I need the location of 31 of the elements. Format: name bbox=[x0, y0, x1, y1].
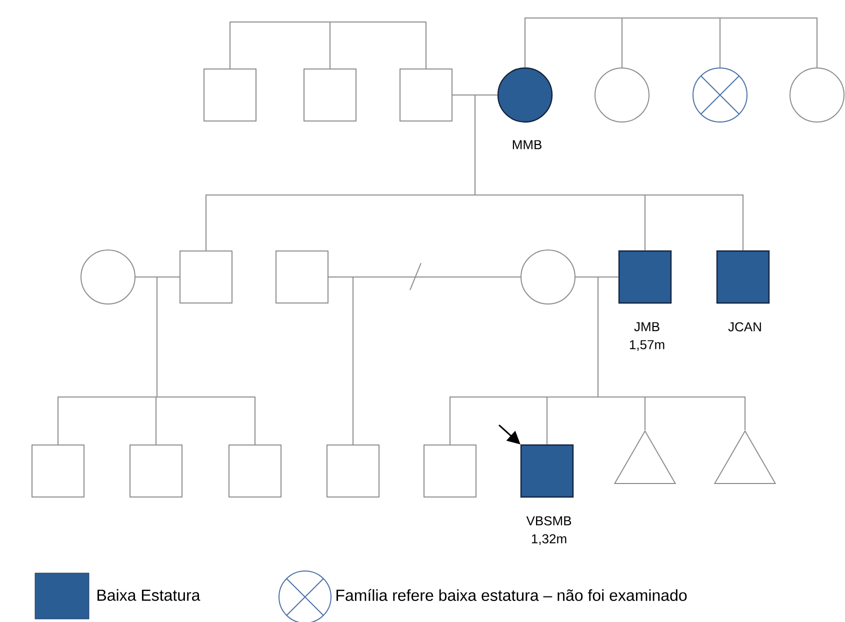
male-square bbox=[400, 68, 452, 122]
legend-label: Família refere baixa estatura – não foi examinado bbox=[336, 589, 687, 601]
male-square bbox=[276, 250, 328, 304]
descent-line bbox=[575, 276, 746, 430]
male-square bbox=[304, 68, 356, 122]
affected-male-square bbox=[520, 444, 574, 498]
affected-female-circle bbox=[497, 67, 553, 123]
person-label: JCAN bbox=[728, 322, 761, 332]
legend-label: Baixa Estatura bbox=[98, 589, 200, 601]
descent-line bbox=[328, 276, 354, 445]
male-square bbox=[326, 444, 380, 498]
male-square bbox=[424, 444, 476, 498]
male-square bbox=[32, 444, 84, 498]
female-circle bbox=[520, 250, 576, 304]
crossed-female-circle bbox=[692, 68, 748, 122]
female-circle bbox=[790, 68, 844, 122]
person-label: VBSMB 1,32m bbox=[526, 516, 572, 545]
female-circle bbox=[594, 68, 650, 122]
male-square bbox=[204, 68, 256, 122]
descent-line bbox=[452, 94, 744, 251]
male-square bbox=[228, 444, 282, 498]
person-label: MMB bbox=[512, 140, 542, 150]
affected-male-square bbox=[716, 250, 770, 304]
male-square bbox=[180, 250, 232, 304]
sibship-line bbox=[524, 18, 818, 68]
descent-line bbox=[135, 276, 256, 445]
female-circle bbox=[80, 250, 136, 304]
male-square bbox=[130, 444, 182, 498]
affected-male-square bbox=[618, 250, 672, 304]
person-label: JMB 1,57m bbox=[630, 322, 664, 351]
sibship-line bbox=[230, 22, 426, 69]
